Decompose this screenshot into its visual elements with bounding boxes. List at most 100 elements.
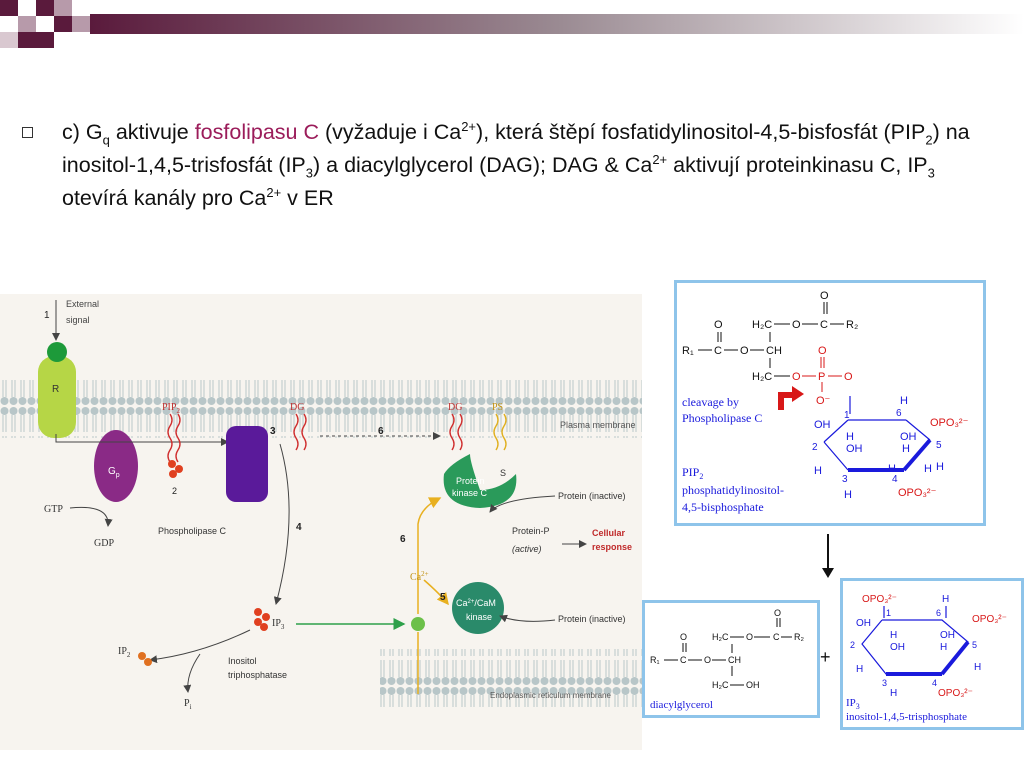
atom: H (856, 664, 863, 675)
cam-kinase-label-2: kinase (466, 612, 492, 622)
atom: H (900, 395, 908, 407)
atom: H (888, 463, 896, 475)
dag-structure-box: O H₂C O C R₂ O R₁ C O CH H₂C OH diacylgl… (642, 600, 820, 718)
step-number: 6 (400, 534, 406, 545)
atom: H₂C (752, 371, 772, 383)
atom: H (846, 431, 854, 443)
plasma-membrane (0, 380, 642, 438)
protein-kinase-c (443, 454, 517, 508)
atom: 1 (844, 410, 850, 421)
text-segment: c) G (62, 120, 103, 144)
atom: C (773, 632, 780, 642)
atom: H₂C (712, 680, 729, 690)
atom: 3 (842, 474, 848, 485)
gtp-label: GTP (44, 504, 63, 515)
receptor-label: R (52, 384, 59, 395)
atom: 4 (932, 678, 937, 688)
atom: R₂ (794, 632, 804, 642)
atom: 6 (896, 408, 902, 419)
atom: R₁ (650, 655, 660, 665)
atom: 3 (882, 678, 887, 688)
atom: H (814, 465, 822, 477)
atom: OPO₃²⁻ (862, 594, 897, 605)
atom: OH (900, 431, 917, 443)
atom: OH (856, 618, 871, 629)
pip2-lipid (167, 413, 181, 463)
atom: R₁ (682, 345, 694, 357)
gp-label: Gp (108, 466, 120, 479)
reaction-arrow-icon (822, 534, 834, 578)
step-number: 1 (44, 310, 50, 321)
pip2-name-2: phosphatidylinositol- (682, 483, 784, 497)
step-number: 6 (378, 426, 384, 437)
atom: O (680, 632, 687, 642)
atom: O (844, 371, 853, 383)
er-membrane-label: Endoplasmic reticulum membrane (490, 691, 611, 700)
inositol-label: Inositol (228, 656, 257, 666)
atom: H (890, 688, 897, 699)
atom: OH (814, 419, 831, 431)
atom: CH (766, 345, 782, 357)
atom: O (740, 345, 749, 357)
pkc-label: Protein (456, 476, 485, 486)
atom: P (818, 371, 825, 383)
atom: H (974, 662, 981, 673)
triphosphatase-label: triphosphatase (228, 670, 287, 680)
plc-label: Phospholipase C (158, 526, 227, 536)
atom: C (714, 345, 722, 357)
text-segment: aktivuje (109, 120, 195, 144)
protein-inactive-label-2: Protein (inactive) (558, 614, 626, 624)
atom: OPO₃²⁻ (930, 417, 969, 429)
cleavage-label-2: Phospholipase C (682, 411, 762, 425)
bullet-square-icon (22, 127, 33, 138)
superscript: 2+ (266, 184, 282, 200)
subscript: 3 (927, 165, 935, 181)
cam-kinase-label: Ca2+/CaM (456, 598, 496, 608)
pi-label: Pi (184, 698, 192, 711)
text-segment: ) na inositol-1,4,5-trisfosfát (IP (62, 120, 970, 177)
atom: OPO₃²⁻ (938, 688, 973, 699)
protein-inactive-label: Protein (inactive) (558, 491, 626, 501)
atom: O (820, 290, 829, 302)
dg-label: DG (290, 402, 304, 413)
text-segment: aktivují proteinkinasu C, IP (667, 153, 928, 177)
atom: 2 (812, 442, 818, 453)
atom: C (820, 319, 828, 331)
ps-lipid (493, 413, 507, 451)
atom: R₂ (846, 319, 858, 331)
ip3-name: IP3 (846, 697, 860, 711)
plus-sign: + (820, 647, 831, 667)
atom: O (714, 319, 723, 331)
cellular-response-label: Cellular (592, 528, 626, 538)
pip2-name: PIP2 (682, 465, 703, 481)
ps-label: PS (492, 402, 503, 413)
step-number: 4 (296, 522, 302, 533)
ca-release-arrow (417, 497, 442, 614)
title-decoration-bar (0, 0, 1024, 48)
signaling-pathway-diagram: 1 External signal R Gp GTP GDP PIP2 2 Ph… (0, 294, 642, 750)
atom: H (936, 461, 944, 473)
subscript: q (102, 132, 110, 148)
atom: O (774, 608, 781, 618)
atom: H (924, 463, 932, 475)
active-label: (active) (512, 544, 542, 554)
atom: O (818, 345, 827, 357)
text-segment: v ER (281, 186, 334, 210)
dag-name: diacylglycerol (650, 699, 713, 711)
slide-body-text: c) Gq aktivuje fosfolipasu C (vyžaduje i… (62, 116, 1002, 215)
atom: H (844, 489, 852, 501)
atom: H₂C (712, 632, 729, 642)
subscript: 3 (305, 165, 313, 181)
atom: OPO₃²⁻ (898, 487, 937, 499)
s-label: S (500, 468, 506, 478)
dg-label-2: DG (448, 402, 462, 413)
atom: H (942, 594, 949, 605)
atom: O (704, 655, 711, 665)
superscript: 2+ (461, 118, 477, 134)
text-segment: ) a diacylglycerol (DAG); DAG & Ca (313, 153, 653, 177)
g-protein (94, 430, 138, 502)
pip2-name-3: 4,5-bisphosphate (682, 500, 764, 514)
subscript: 2 (925, 132, 933, 148)
atom: 1 (886, 608, 891, 618)
text-segment: otevírá kanály pro Ca (62, 186, 267, 210)
